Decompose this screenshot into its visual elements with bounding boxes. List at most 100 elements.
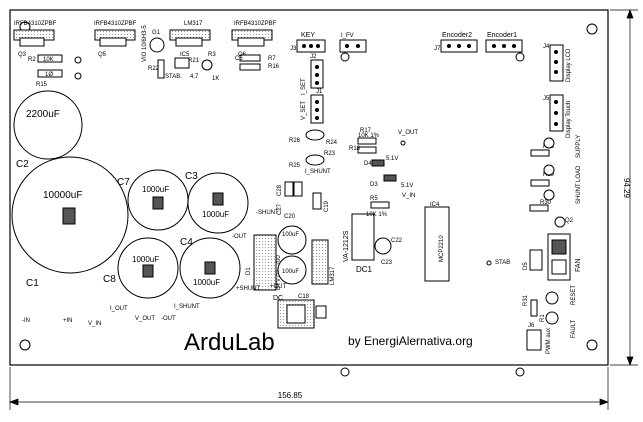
svg-text:SHUNT: SHUNT [576,183,582,204]
svg-text:Encoder1: Encoder1 [487,32,517,39]
svg-text:G1: G1 [152,30,161,36]
capacitor-c1: 10000uF C1 [11,156,129,289]
mosfet-q5: IRFB4310ZPBF Q5 [94,21,137,58]
svg-text:10000uF: 10000uF [43,190,82,201]
svg-text:R7: R7 [268,56,276,62]
svg-text:IC5: IC5 [180,52,190,58]
svg-text:R17: R17 [360,128,372,134]
capacitor-c2: 2200uF C2 [13,90,83,170]
connector-encoder1: Encoder1 [485,32,523,53]
svg-text:+OUT: +OUT [270,284,287,290]
svg-text:V_IN: V_IN [88,321,101,327]
capacitor-c19: C19 [312,192,330,212]
svg-text:MCP2210: MCP2210 [439,235,445,262]
transistor-g1: G1 VIO 10/6H3-5 [142,25,165,62]
svg-text:C20: C20 [284,214,296,220]
svg-text:R22: R22 [148,66,160,72]
capacitor-c7: 1000uF C7 [117,169,189,231]
svg-text:V_IN: V_IN [402,193,415,199]
capacitor-c4: 1000uF C4 [179,237,241,299]
svg-text:DC: DC [273,295,283,302]
svg-text:-SHUNT: -SHUNT [256,210,279,216]
svg-text:C2: C2 [16,159,29,170]
svg-text:R23: R23 [324,151,336,157]
reset-button: RESET [545,285,577,305]
svg-text:STAB.: STAB. [165,74,182,80]
svg-text:SUPPLY: SUPPLY [576,135,582,158]
zener-r21: R21 STAB. 4.7 [165,57,200,80]
svg-text:C19: C19 [324,200,330,212]
svg-text:10K: 10K [43,57,54,63]
svg-text:1000uF: 1000uF [142,185,169,194]
svg-text:VA-1212S: VA-1212S [343,230,350,262]
capacitor-c3: 1000uF C3 [185,171,249,234]
connector-key: KEY J3 [290,32,326,53]
svg-text:C7: C7 [117,177,130,188]
svg-text:I_FV: I_FV [341,33,354,39]
svg-text:LM317: LM317 [330,266,336,285]
svg-text:C27: C27 [277,203,283,215]
connector-fan: FAN [547,233,582,281]
svg-text:R3: R3 [208,52,216,58]
svg-text:Q3: Q3 [18,52,27,58]
capacitor-c22: C22 C23 [374,237,403,266]
width-dimension: 156.85 [278,391,303,400]
svg-text:10K 1%: 10K 1% [358,133,380,139]
output-terminals: I_OUT I_SHUNT +SHUNT +OUT DC [110,284,287,312]
svg-text:C1: C1 [26,278,39,289]
svg-text:1000uF: 1000uF [193,278,220,287]
connector-ifv: I_FV [339,33,367,53]
svg-text:C22: C22 [391,238,403,244]
svg-text:5.1V: 5.1V [401,183,413,189]
svg-text:C8: C8 [103,274,116,285]
svg-text:R24: R24 [326,140,338,146]
resistor-r24: R26 R24 [289,129,338,146]
svg-text:RESET: RESET [571,285,577,305]
svg-text:STAB: STAB [495,260,510,266]
svg-text:R31: R31 [523,294,529,306]
svg-text:I_SHUNT: I_SHUNT [174,304,200,310]
capacitor-c28: C28 C27 [277,181,303,215]
svg-text:R5: R5 [370,196,378,202]
svg-text:R30: R30 [540,200,552,206]
stab-label: STAB [486,260,510,266]
svg-text:J4: J4 [543,44,550,50]
svg-text:LOAD: LOAD [576,165,582,182]
svg-text:-IN: -IN [22,318,30,324]
svg-text:+IN: +IN [63,318,73,324]
svg-text:J7: J7 [434,46,441,52]
board-title: ArduLab [184,329,275,356]
svg-text:I_SET: I_SET [301,78,307,95]
svg-text:C28: C28 [277,184,283,196]
svg-text:Q5: Q5 [98,52,107,58]
svg-text:C4: C4 [180,237,193,248]
dimension-lines [9,9,638,410]
resistor-r3: R3 1K [201,52,219,82]
zener-d4: D4 5.1V [364,156,398,167]
svg-text:10K 1%: 10K 1% [366,212,388,218]
svg-text:D1: D1 [246,267,252,275]
resistor-r23: R23 R25 I_SHUNT [289,151,336,175]
svg-text:R1: R1 [540,314,546,322]
resistor-r29: R29 LOAD SHUNT [530,164,582,204]
connector-touch: J5 Display Touch [543,94,572,138]
svg-text:+SHUNT: +SHUNT [236,286,261,292]
svg-text:R21: R21 [188,58,200,64]
svg-text:C3: C3 [185,171,198,182]
resistor-r5: R5 10K 1% [366,196,390,218]
svg-text:1Ø: 1Ø [45,72,53,78]
svg-text:I_OUT: I_OUT [110,306,128,312]
svg-text:4.7: 4.7 [190,74,199,80]
svg-text:LM317: LM317 [184,21,203,27]
connector-j1: J1 V_SET [301,89,324,124]
svg-text:R26: R26 [289,138,301,144]
svg-text:-OUT: -OUT [161,316,176,322]
svg-text:D3: D3 [370,182,378,188]
connector-pwm: J6 PWM aux [526,323,552,354]
svg-text:Display LCD: Display LCD [566,48,572,82]
svg-text:R25: R25 [289,163,301,169]
resistor-r22: R22 [148,59,165,79]
svg-text:J5: J5 [543,96,550,102]
